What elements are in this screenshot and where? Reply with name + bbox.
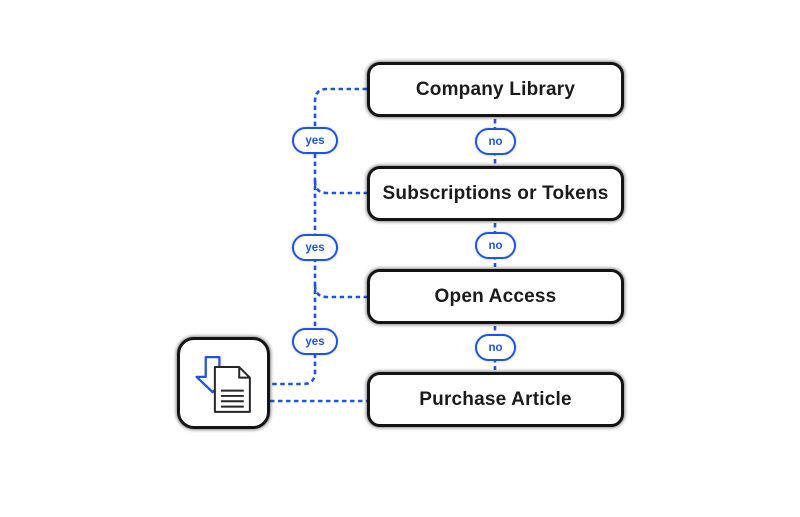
node-purchase-article: Purchase Article: [367, 372, 624, 427]
edge-label-yes-1: yes: [292, 127, 338, 154]
node-subscriptions-or-tokens: Subscriptions or Tokens: [367, 166, 624, 221]
edge-yes-branch-open-access: [313, 284, 367, 299]
edge-label-yes-2: yes: [292, 234, 338, 261]
edge-label-no-2: no: [475, 232, 516, 259]
edge-yes-branch-subscriptions: [313, 180, 367, 195]
edge-label-no-3: no: [475, 334, 516, 361]
edge-label-no-1: no: [475, 128, 516, 155]
node-open-access: Open Access: [367, 269, 624, 324]
node-company-library: Company Library: [367, 62, 624, 117]
download-document-node: [177, 337, 270, 429]
download-document-icon: [189, 348, 259, 418]
edge-label-yes-3: yes: [292, 328, 338, 355]
